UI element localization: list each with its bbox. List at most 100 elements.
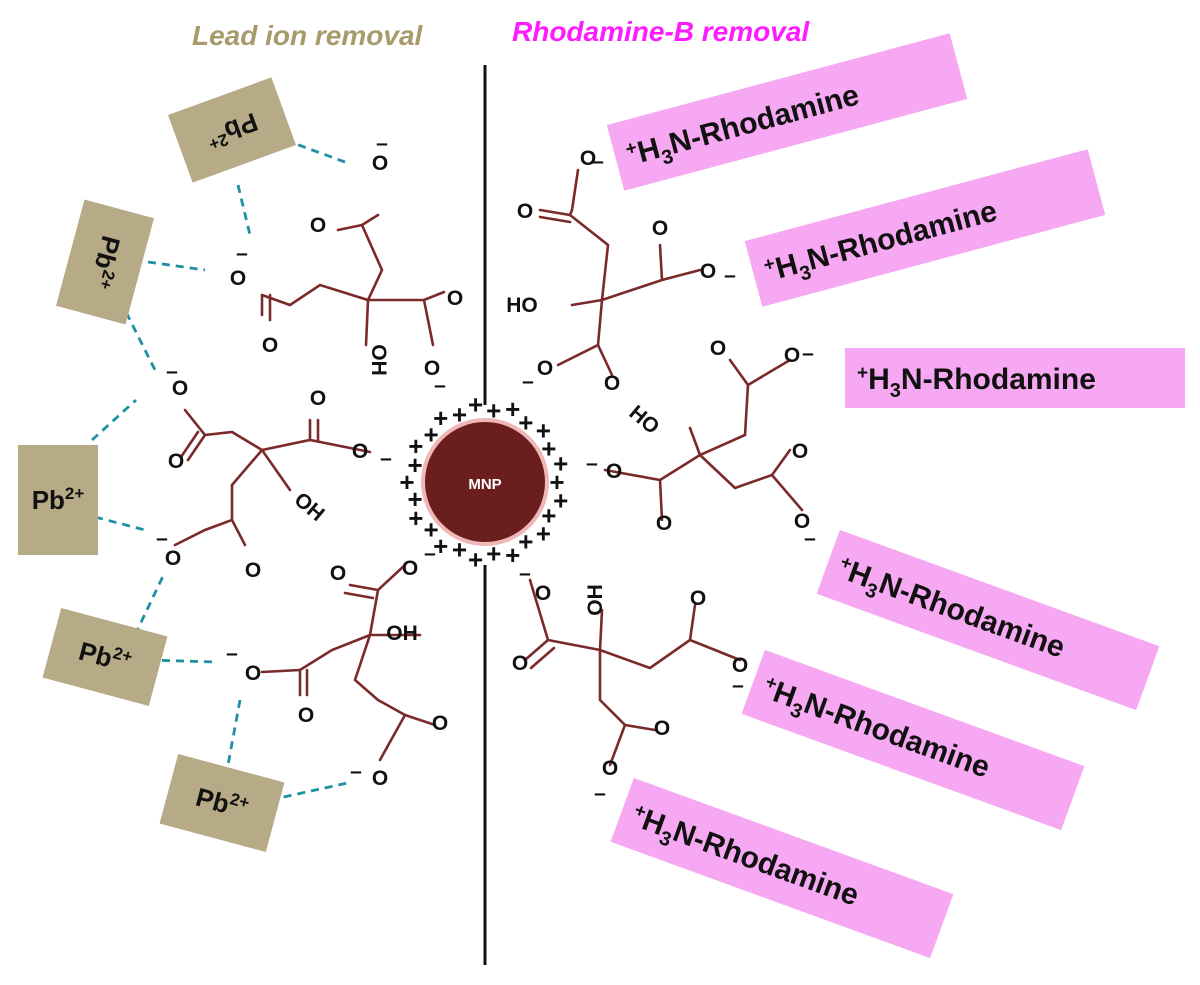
bond-line (528, 578, 742, 670)
positive-charge: + (536, 415, 551, 445)
rhodamine-box: +H3N-Rhodamine (610, 777, 954, 959)
rhodamine-box: +H3N-Rhodamine (606, 33, 968, 191)
positive-charge: + (505, 394, 520, 424)
pb-carboxylate-interaction (147, 260, 206, 272)
pb-box-bg (168, 77, 296, 183)
positive-charge: + (452, 400, 467, 430)
rhodamine-box: +H3N-Rhodamine (845, 348, 1185, 408)
bond-line (529, 646, 556, 670)
atom-label: – (802, 342, 814, 365)
positive-charge: + (468, 390, 483, 420)
bond-line (422, 290, 446, 302)
atom-label: – (522, 370, 534, 393)
atom-label: O (517, 200, 533, 223)
atom-label: O (245, 559, 261, 582)
bond-line (568, 168, 702, 302)
pb-box-bg (18, 445, 98, 555)
atom-label: O (580, 147, 596, 170)
mnp-label: MNP (468, 476, 501, 493)
pb-ion-label: Pb2+ (32, 484, 85, 515)
bond-line (348, 583, 380, 592)
rhodamine-box-bg (744, 149, 1106, 307)
positive-charge: + (536, 519, 551, 549)
positive-charge: + (424, 419, 439, 449)
atom-label: O (352, 440, 368, 463)
atom-label: – (156, 527, 168, 550)
bond-line (230, 518, 247, 547)
positive-charge: + (408, 503, 423, 533)
atom-label: O (372, 767, 388, 790)
atom-label: O (372, 152, 388, 175)
bond-line (688, 603, 697, 642)
bond-line (556, 298, 604, 367)
bond-line (260, 563, 407, 674)
positive-charge: + (452, 534, 467, 564)
rhodamine-box-bg (606, 33, 968, 191)
bond-line (596, 343, 614, 377)
bond-line (364, 298, 370, 347)
pb-ion-box: Pb2+ (42, 607, 168, 707)
positive-charge: + (424, 515, 439, 545)
bond-line (179, 430, 200, 459)
atom-label: O (535, 582, 551, 605)
atom-label: – (804, 527, 816, 550)
pb-carboxylate-interaction (284, 138, 346, 164)
bond-line (523, 638, 550, 662)
positive-charge: + (433, 531, 448, 561)
bond-line (698, 453, 804, 512)
atom-label: – (350, 760, 362, 783)
atom-label: – (226, 642, 238, 665)
atom-label: OH (584, 584, 607, 616)
atom-label: OH (386, 622, 418, 645)
atom-label: – (166, 360, 178, 383)
positive-charge: + (541, 434, 556, 464)
rhodamine-box-bg (741, 649, 1085, 831)
bond-line (623, 723, 657, 732)
atom-label: – (594, 782, 606, 805)
bond-line (538, 208, 572, 217)
bond-line (183, 408, 372, 454)
positive-charge: + (518, 526, 533, 556)
pb-ion-label: Pb2+ (193, 781, 252, 825)
atom-label: O (330, 562, 346, 585)
bond-line (658, 478, 664, 522)
pb-ion-box: Pb2+ (18, 445, 98, 555)
positive-charge: + (505, 540, 520, 570)
lead-ion-boxes: Pb2+Pb2+Pb2+Pb2+Pb2+ (18, 77, 296, 853)
rhodamine-box-bg (845, 348, 1185, 408)
rhodamine-box: +H3N-Rhodamine (816, 529, 1160, 711)
atom-label: OH (367, 344, 390, 376)
atom-label: O (165, 547, 181, 570)
pb-carboxylate-interaction (91, 398, 137, 442)
positive-charge: + (433, 403, 448, 433)
atom-label: – (732, 674, 744, 697)
atom-label: O (230, 267, 246, 290)
atom-label: HO (625, 401, 664, 439)
atom-label: O (512, 652, 528, 675)
atom-label: – (592, 150, 604, 173)
atom-label: – (376, 132, 388, 155)
bond-line (688, 426, 702, 457)
atom-label: O (604, 372, 620, 395)
lead-removal-heading: Lead ion removal (192, 20, 424, 51)
positive-charge: + (553, 448, 568, 478)
atom-label: O (245, 662, 261, 685)
positive-charge: + (486, 396, 501, 426)
positive-charge: + (408, 450, 423, 480)
positive-charge: + (399, 467, 414, 497)
pb-carboxylate-interaction (133, 571, 167, 636)
positive-charge: + (468, 544, 483, 574)
atom-label: O (537, 357, 553, 380)
atom-label: O (656, 512, 672, 535)
bond-line (353, 633, 407, 762)
pb-box-bg (55, 199, 155, 325)
atom-label: – (586, 452, 598, 475)
bond-line (538, 215, 572, 224)
positive-charge: + (541, 501, 556, 531)
bond-line (260, 448, 292, 492)
atom-label: O (784, 344, 800, 367)
atom-label: O (732, 654, 748, 677)
rhodamine-box: +H3N-Rhodamine (741, 649, 1085, 831)
